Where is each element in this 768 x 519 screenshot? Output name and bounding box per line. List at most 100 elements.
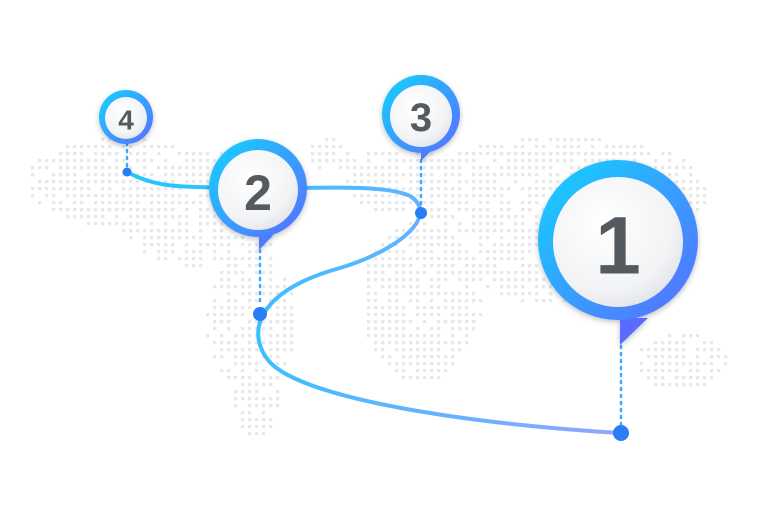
map-dot — [262, 320, 266, 324]
map-dot — [521, 173, 525, 177]
map-dot — [185, 264, 189, 268]
map-dot — [332, 159, 336, 163]
map-dot — [430, 173, 434, 177]
map-dot — [269, 278, 273, 282]
map-dot — [416, 334, 420, 338]
map-dot — [458, 271, 462, 275]
map-dot — [388, 327, 392, 331]
map-dot — [122, 180, 126, 184]
map-dot — [38, 180, 42, 184]
map-dot — [241, 390, 245, 394]
map-dot — [143, 145, 147, 149]
map-dot — [563, 299, 567, 303]
map-dot — [115, 173, 119, 177]
map-dot — [395, 362, 399, 366]
map-dot — [458, 250, 462, 254]
map-dot — [430, 292, 434, 296]
map-dot — [269, 341, 273, 345]
map-dot — [80, 201, 84, 205]
map-dot — [45, 180, 49, 184]
map-dot — [381, 334, 385, 338]
map-dot — [507, 187, 511, 191]
map-dot — [227, 285, 231, 289]
map-dot — [535, 243, 539, 247]
map-dot — [437, 236, 441, 240]
map-dot — [101, 173, 105, 177]
map-dot — [451, 306, 455, 310]
map-dot — [290, 313, 294, 317]
map-dot — [185, 201, 189, 205]
map-dot — [283, 334, 287, 338]
map-dot — [374, 173, 378, 177]
map-dot — [185, 250, 189, 254]
map-dot — [269, 264, 273, 268]
map-dot — [647, 376, 651, 380]
map-dot — [192, 201, 196, 205]
map-dot — [269, 334, 273, 338]
map-dot — [255, 418, 259, 422]
map-dot — [339, 159, 343, 163]
map-dot — [66, 159, 70, 163]
map-dot — [171, 201, 175, 205]
map-dot — [668, 362, 672, 366]
map-dot — [521, 299, 525, 303]
map-dot — [402, 376, 406, 380]
map-dot — [143, 250, 147, 254]
map-dot — [38, 166, 42, 170]
map-dot — [486, 194, 490, 198]
map-dot — [367, 306, 371, 310]
map-dot — [444, 369, 448, 373]
map-dot — [542, 145, 546, 149]
map-dot — [675, 348, 679, 352]
map-dot — [80, 208, 84, 212]
map-dot — [416, 229, 420, 233]
map-dot — [269, 355, 273, 359]
map-dot — [388, 201, 392, 205]
map-dot — [437, 166, 441, 170]
map-dot — [402, 285, 406, 289]
map-dot — [178, 166, 182, 170]
map-dot — [276, 306, 280, 310]
map-dot — [444, 201, 448, 205]
map-dot — [437, 264, 441, 268]
map-dot — [108, 166, 112, 170]
map-dot — [234, 348, 238, 352]
map-dot — [689, 194, 693, 198]
map-dot — [472, 208, 476, 212]
map-dot — [248, 390, 252, 394]
map-dot — [437, 159, 441, 163]
map-dot — [101, 187, 105, 191]
map-dot — [367, 264, 371, 268]
map-dot — [129, 180, 133, 184]
map-dot — [507, 201, 511, 205]
map-dot — [395, 194, 399, 198]
map-dot — [318, 166, 322, 170]
map-dot — [598, 152, 602, 156]
map-dot — [465, 229, 469, 233]
map-dot — [437, 376, 441, 380]
map-dot — [486, 264, 490, 268]
map-dot — [668, 166, 672, 170]
map-dot — [542, 194, 546, 198]
map-dot — [409, 292, 413, 296]
map-dot — [430, 285, 434, 289]
map-dot — [479, 180, 483, 184]
location-pin-2: 2 — [209, 139, 307, 250]
map-dot — [409, 362, 413, 366]
map-dot — [724, 362, 728, 366]
map-dot — [248, 299, 252, 303]
map-dot — [549, 285, 553, 289]
map-dot — [430, 355, 434, 359]
map-dot — [514, 250, 518, 254]
map-dot — [227, 236, 231, 240]
map-dot — [423, 313, 427, 317]
map-dot — [234, 404, 238, 408]
map-dot — [262, 383, 266, 387]
map-dot — [668, 334, 672, 338]
map-dot — [402, 208, 406, 212]
map-dot — [724, 355, 728, 359]
map-dot — [521, 145, 525, 149]
map-dot — [115, 180, 119, 184]
map-dot — [66, 180, 70, 184]
map-dot — [633, 159, 637, 163]
